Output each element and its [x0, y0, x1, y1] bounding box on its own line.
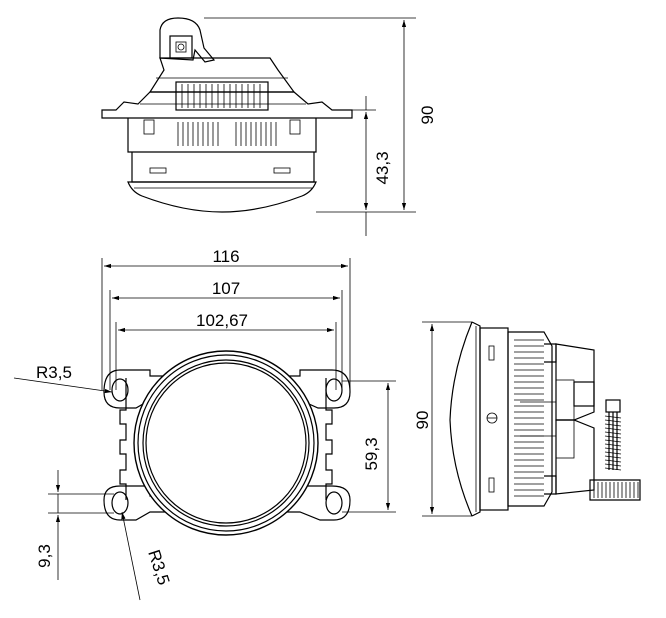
front-dimensions: 116 107 102,67 59,3 R3,5 R3,5 9,3	[13, 247, 396, 601]
side-view	[449, 321, 641, 517]
leader-r-top	[13, 377, 113, 394]
dim-label-radius-top: R3,5	[36, 363, 72, 382]
lens-outer-ring	[133, 350, 319, 536]
side-lens	[449, 321, 473, 517]
top-flange	[101, 91, 353, 119]
dim-label-top-body: 43,3	[373, 151, 392, 184]
dim-label-width-inner: 102,67	[196, 311, 248, 330]
dim-label-radius-bottom: R3,5	[144, 547, 173, 587]
lens-inner-ring	[145, 362, 307, 524]
top-lower-housing	[127, 118, 317, 153]
mount-hole-top-right	[325, 378, 343, 402]
top-dimensions: 90 43,3	[204, 17, 437, 236]
side-fin-housing	[507, 331, 553, 507]
dim-label-offset: 9,3	[35, 544, 54, 568]
top-connector	[159, 17, 216, 63]
side-dimensions: 90	[413, 321, 472, 517]
side-screw	[589, 399, 641, 501]
top-upper-body	[148, 57, 296, 93]
mount-hole-bottom-left	[111, 491, 129, 515]
dim-label-width-outer: 116	[212, 247, 239, 266]
dim-label-hole-spacing: 59,3	[362, 437, 381, 470]
top-mount-lugs	[103, 369, 351, 409]
top-lower-fins	[177, 122, 277, 146]
dim-label-top-height: 90	[418, 106, 437, 125]
top-lens-ring	[131, 152, 315, 183]
top-lens	[127, 181, 317, 213]
top-view	[101, 17, 353, 213]
top-fins	[175, 81, 269, 111]
front-view	[103, 350, 351, 536]
bottom-mount-lugs	[103, 485, 351, 521]
mount-hole-top-left	[111, 378, 129, 402]
mount-hole-bottom-right	[325, 491, 343, 515]
dim-label-width-mid: 107	[212, 279, 240, 298]
dim-label-side-height: 90	[413, 411, 432, 430]
leader-r-bottom	[121, 511, 141, 601]
